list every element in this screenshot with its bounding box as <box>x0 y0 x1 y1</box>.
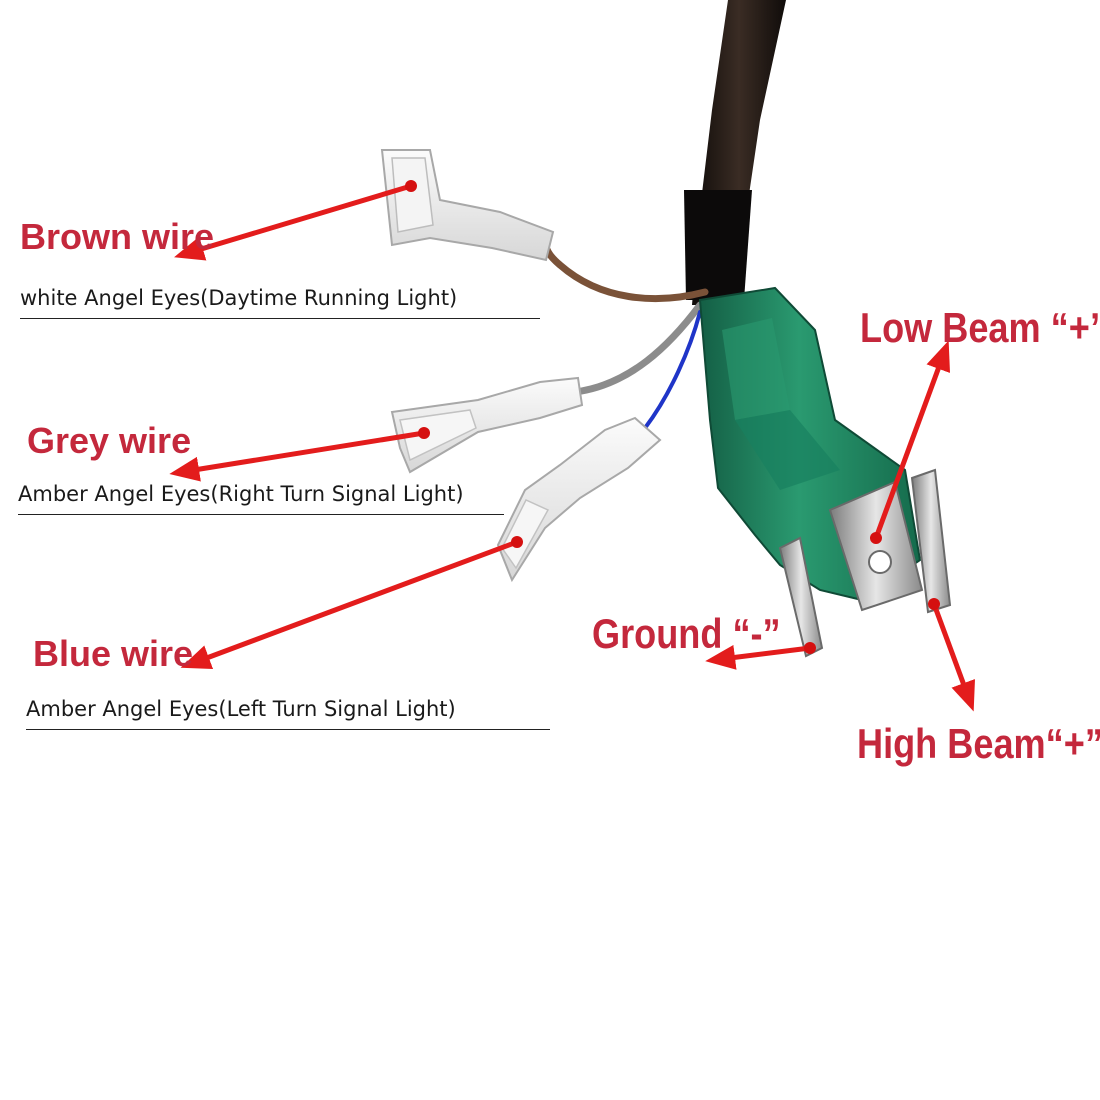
blue-wire-label: Blue wire <box>33 633 194 674</box>
arrow-brown <box>174 183 412 261</box>
annotation-arrows <box>169 183 975 712</box>
brown-wire-description: white Angel Eyes(Daytime Running Light) <box>20 286 540 319</box>
main-cable <box>684 0 786 305</box>
brown-wire <box>542 241 709 303</box>
grey-terminal <box>390 376 584 474</box>
brown-terminal <box>380 149 555 262</box>
blue-wire <box>643 310 702 430</box>
high-beam-pin <box>910 468 952 614</box>
blue-terminal <box>496 416 662 583</box>
blue-wire-description: Amber Angel Eyes(Left Turn Signal Light) <box>26 697 550 730</box>
ground-label: Ground “-” <box>592 610 781 657</box>
arrow-blue <box>180 539 518 669</box>
arrow-ground <box>705 644 811 670</box>
grey-wire <box>571 301 704 396</box>
grey-wire-label: Grey wire <box>27 420 192 461</box>
arrow-origin-dots <box>405 180 940 654</box>
low-beam-pin <box>828 480 924 612</box>
ground-pin <box>778 536 824 658</box>
connector-pins <box>778 468 952 658</box>
arrow-low-beam <box>873 340 951 539</box>
brown-wire-label: Brown wire <box>20 216 215 257</box>
low-beam-label: Low Beam “+” <box>860 304 1100 351</box>
grey-wire-description: Amber Angel Eyes(Right Turn Signal Light… <box>18 482 504 515</box>
arrow-high-beam <box>931 603 975 712</box>
arrow-grey <box>169 430 425 482</box>
high-beam-label: High Beam“+” <box>857 720 1100 767</box>
